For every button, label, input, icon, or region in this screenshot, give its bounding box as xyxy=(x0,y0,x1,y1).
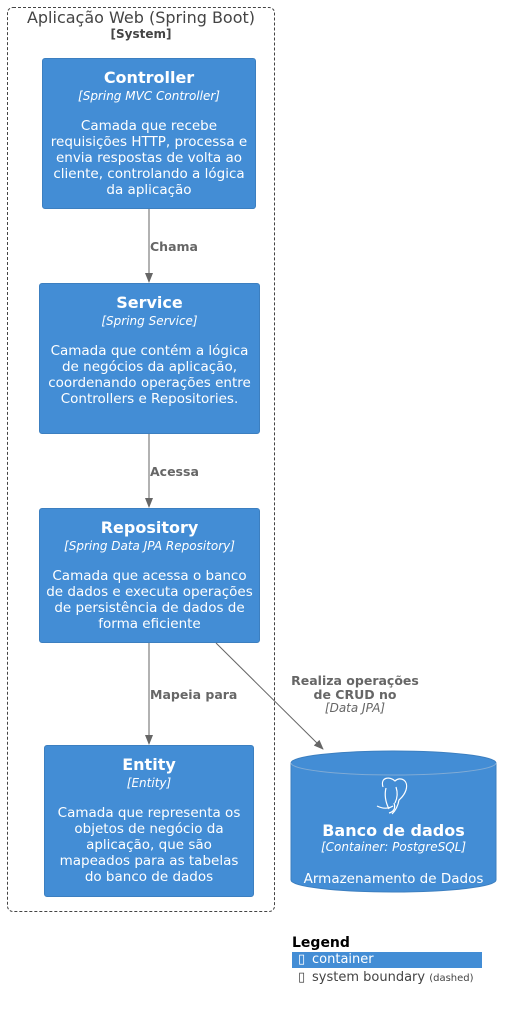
node-technology: [Entity] xyxy=(126,776,172,790)
legend-boundary-note: (dashed) xyxy=(429,973,474,984)
edge-label-crud-line2: de CRUD no xyxy=(313,687,397,702)
node-technology: [Spring MVC Controller] xyxy=(78,89,220,103)
entity-node[interactable]: Entity [Entity] Camada que representa os… xyxy=(44,745,254,897)
legend-boundary-row: ▯ system boundary (dashed) xyxy=(292,970,482,986)
controller-node[interactable]: Controller [Spring MVC Controller] Camad… xyxy=(42,58,256,209)
edge-label-crud-line1: Realiza operações xyxy=(291,673,419,688)
legend-container-row: ▯ container xyxy=(292,952,482,968)
node-technology: [Spring Service] xyxy=(101,314,198,328)
database-description: Armazenamento de Dados xyxy=(303,871,484,887)
database-node xyxy=(290,750,497,893)
edge-tech-jpa: [Data JPA] xyxy=(324,701,386,715)
legend-boundary-swatch-icon: ▯ xyxy=(298,970,306,985)
edge-label-mapeia: Mapeia para xyxy=(150,687,238,702)
node-description: Camada que recebe requisições HTTP, proc… xyxy=(50,118,248,198)
node-title: Repository xyxy=(100,518,199,537)
edge-repository-database xyxy=(215,642,324,750)
node-technology: [Spring Data JPA Repository] xyxy=(64,539,235,553)
node-title: Service xyxy=(116,293,183,312)
repository-node[interactable]: Repository [Spring Data JPA Repository] … xyxy=(39,508,260,643)
legend-boundary-label: system boundary xyxy=(312,970,426,985)
database-technology: [Container: PostgreSQL] xyxy=(320,840,467,854)
edge-label-chama: Chama xyxy=(150,239,198,254)
node-description: Camada que acessa o banco de dados e exe… xyxy=(46,568,253,632)
legend-container-label: container xyxy=(312,952,374,967)
service-node[interactable]: Service [Spring Service] Camada que cont… xyxy=(39,283,260,434)
node-title: Entity xyxy=(122,755,176,774)
system-boundary xyxy=(7,7,275,912)
node-description: Camada que contém a lógica de negócios d… xyxy=(48,343,251,407)
node-title: Controller xyxy=(103,68,195,87)
edge-label-acessa: Acessa xyxy=(150,464,199,479)
legend-title: Legend xyxy=(292,935,350,951)
legend-container-swatch-icon: ▯ xyxy=(298,952,306,967)
postgresql-elephant-icon xyxy=(376,777,408,815)
database-title: Banco de dados xyxy=(322,821,465,840)
boundary-title: Aplicação Web (Spring Boot) xyxy=(26,8,256,27)
boundary-type: [System] xyxy=(110,27,172,41)
node-description: Camada que representa os objetos de negó… xyxy=(57,805,241,885)
